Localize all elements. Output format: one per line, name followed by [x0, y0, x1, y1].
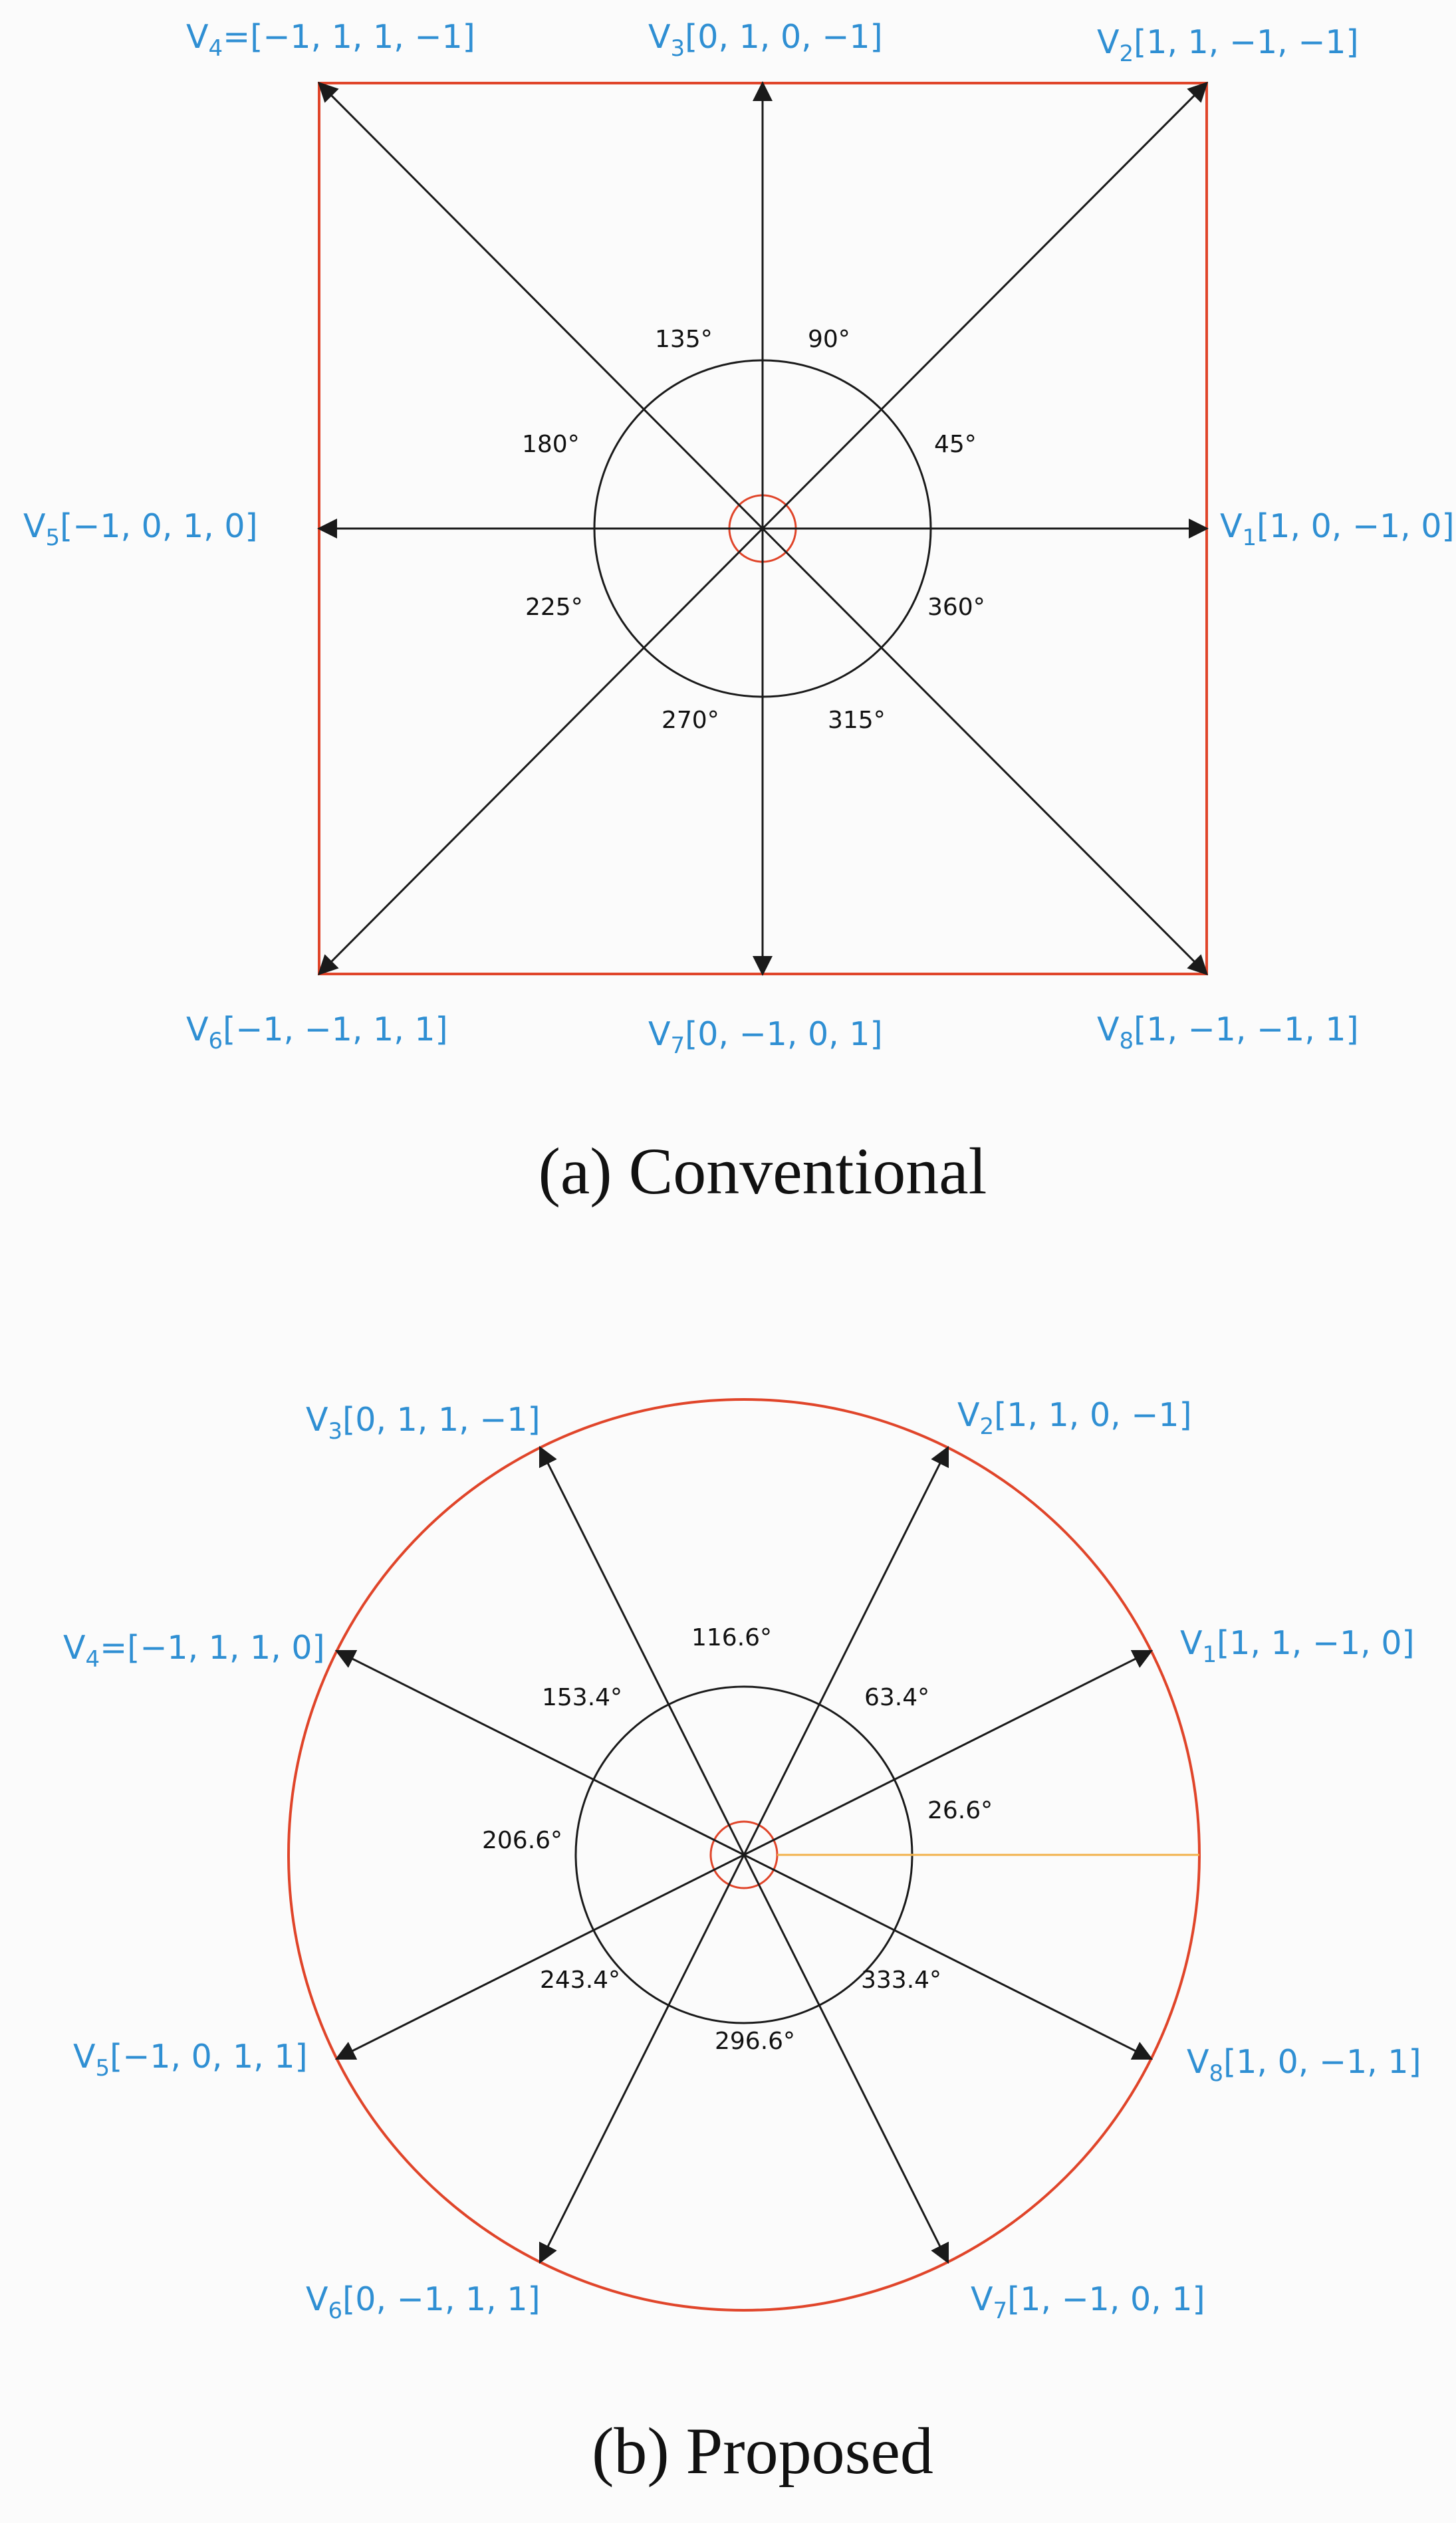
- vector-label-v3: V3[0, 1, 1, −1]: [306, 1401, 541, 1445]
- vector-arrow-v6: [317, 527, 764, 976]
- angle-label: 270°: [662, 707, 719, 734]
- vector-label-v6: V6[0, −1, 1, 1]: [306, 2280, 541, 2324]
- vector-arrow-v2: [761, 81, 1209, 530]
- angle-label: 243.4°: [540, 1967, 620, 1994]
- angle-label: 90°: [808, 326, 850, 353]
- vector-label-v8: V8[1, −1, −1, 1]: [1097, 1011, 1359, 1054]
- vector-label-v7: V7[0, −1, 0, 1]: [648, 1015, 883, 1059]
- angle-label: 180°: [522, 431, 580, 458]
- vector-label-v5: V5[−1, 0, 1, 1]: [73, 2038, 308, 2082]
- panel-proposed: V3[0, 1, 1, −1] V2[1, 1, 0, −1] V4=[−1, …: [63, 1396, 1421, 2488]
- vector-arrow-v5: [334, 1854, 745, 2060]
- vector-arrow-v6: [539, 1854, 745, 2264]
- angle-label: 63.4°: [864, 1684, 929, 1711]
- vector-arrow-v4: [334, 1649, 745, 1856]
- vector-label-v3: V3[0, 1, 0, −1]: [648, 18, 883, 62]
- caption-proposed: (b) Proposed: [592, 2414, 933, 2488]
- vector-arrow-v7: [743, 1854, 949, 2264]
- vector-label-v1: V1[1, 1, −1, 0]: [1180, 1624, 1415, 1668]
- vector-label-v7: V7[1, −1, 0, 1]: [971, 2280, 1205, 2324]
- angle-label: 153.4°: [542, 1684, 622, 1711]
- vector-arrow-v4: [317, 81, 764, 530]
- angle-label: 26.6°: [927, 1797, 993, 1824]
- vector-label-v8: V8[1, 0, −1, 1]: [1187, 2043, 1421, 2087]
- vector-arrow-v1: [743, 1649, 1153, 1856]
- angle-label: 296.6°: [715, 2028, 795, 2055]
- vector-label-v4: V4=[−1, 1, 1, 0]: [63, 1629, 325, 1673]
- vector-arrow-v8: [743, 1854, 1153, 2060]
- vector-arrow-v2: [743, 1445, 949, 1856]
- vector-arrow-v3: [539, 1445, 745, 1856]
- angle-label: 206.6°: [482, 1827, 562, 1854]
- panel-conventional: V4=[−1, 1, 1, −1] V3[0, 1, 0, −1] V2[1, …: [23, 18, 1455, 1208]
- angle-label: 333.4°: [861, 1967, 941, 1994]
- vector-label-v6: V6[−1, −1, 1, 1]: [186, 1011, 448, 1054]
- angle-label: 360°: [927, 594, 985, 621]
- vectors-proposed: [334, 1445, 1153, 2264]
- vector-label-v2: V2[1, 1, −1, −1]: [1097, 23, 1359, 67]
- vector-label-v2: V2[1, 1, 0, −1]: [957, 1396, 1192, 1440]
- caption-conventional: (a) Conventional: [539, 1134, 987, 1208]
- vector-label-v5: V5[−1, 0, 1, 0]: [23, 507, 258, 551]
- angle-label: 135°: [655, 326, 713, 353]
- angle-label: 225°: [525, 594, 583, 621]
- vector-arrow-v8: [761, 527, 1209, 976]
- angle-label: 315°: [828, 707, 886, 734]
- vector-label-v4: V4=[−1, 1, 1, −1]: [186, 18, 475, 62]
- vector-label-v1: V1[1, 0, −1, 0]: [1220, 507, 1455, 551]
- angle-label: 45°: [934, 431, 977, 458]
- angle-label: 116.6°: [691, 1624, 772, 1651]
